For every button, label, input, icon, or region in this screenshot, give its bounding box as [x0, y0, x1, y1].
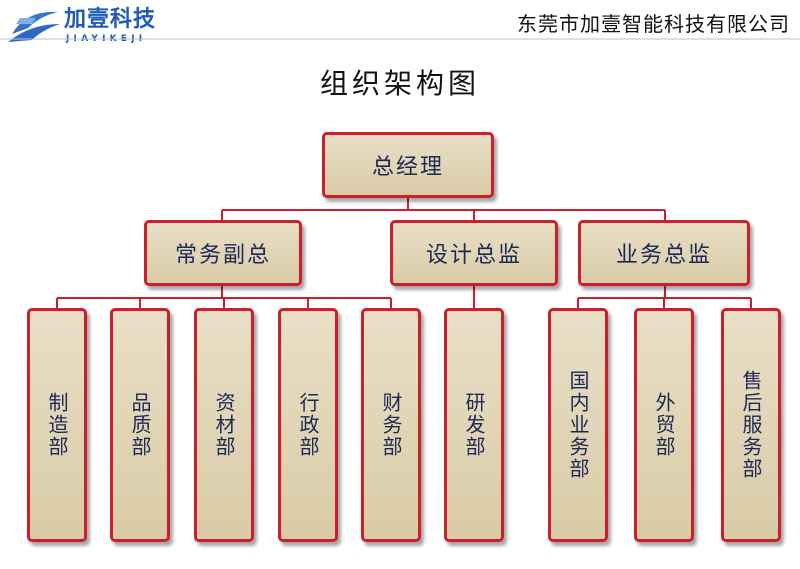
manager-box: 业务总监 [578, 220, 750, 286]
logo-mark-icon [8, 11, 60, 42]
manager-box: 设计总监 [390, 220, 558, 286]
manager-label: 设计总监 [425, 243, 522, 268]
department-box: 财务部 [361, 308, 421, 542]
ceo-label: 总经理 [371, 155, 444, 180]
page-title: 组织架构图 [319, 67, 480, 100]
department-box: 行政部 [278, 308, 338, 542]
department-label: 售后服务部 [739, 370, 763, 480]
ceo-box: 总经理 [322, 132, 494, 198]
department-box: 研发部 [444, 308, 504, 542]
manager-box: 常务副总 [144, 220, 302, 286]
department-label: 研发部 [462, 392, 486, 458]
manager-label: 业务总监 [615, 243, 712, 268]
department-box: 制造部 [27, 308, 87, 542]
department-label: 品质部 [128, 392, 152, 458]
department-box: 资材部 [194, 308, 254, 542]
header-divider [0, 38, 800, 40]
department-label: 制造部 [45, 392, 69, 458]
department-box: 售后服务部 [721, 308, 781, 542]
department-box: 国内业务部 [548, 308, 608, 542]
department-label: 行政部 [296, 392, 320, 458]
company-name: 东莞市加壹智能科技有限公司 [517, 12, 790, 36]
department-box: 品质部 [110, 308, 170, 542]
manager-label: 常务副总 [174, 243, 271, 268]
department-label: 外贸部 [652, 392, 676, 458]
logo-text: 加壹科技 [64, 7, 157, 32]
department-label: 财务部 [379, 392, 403, 458]
department-label: 国内业务部 [566, 370, 590, 480]
department-box: 外贸部 [634, 308, 694, 542]
department-label: 资材部 [212, 392, 236, 458]
